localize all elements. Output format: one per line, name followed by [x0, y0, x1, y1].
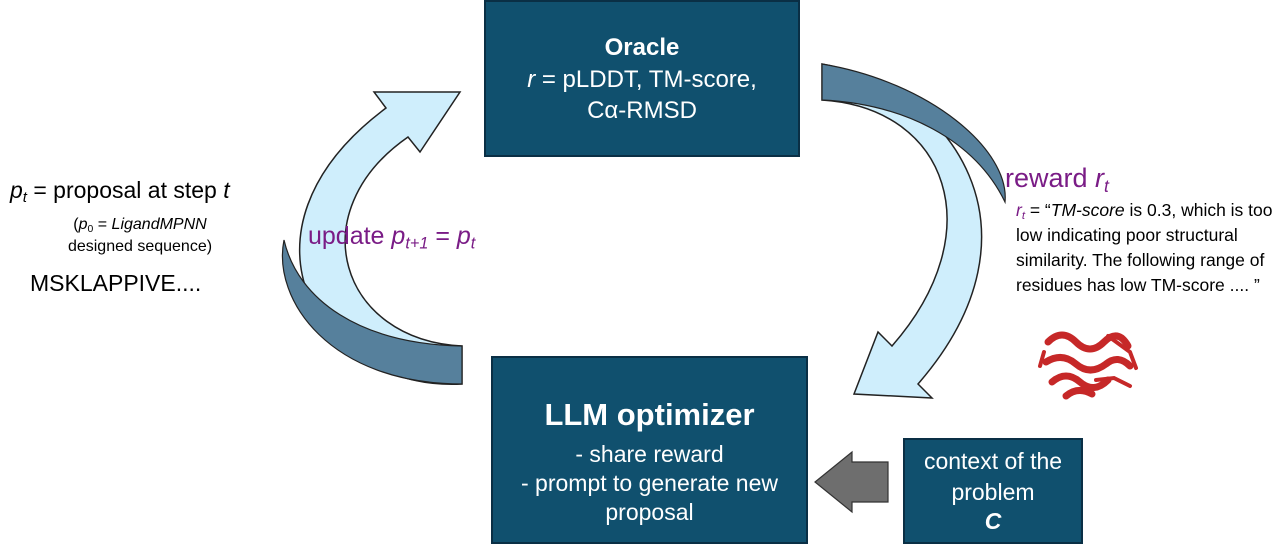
update-label: update pt+1 = pt: [308, 222, 476, 253]
reward-description: rt = “TM-score is 0.3, which is too low …: [1016, 198, 1278, 298]
context-arrow: [814, 450, 889, 514]
proposal-sub: t: [22, 189, 27, 207]
oracle-title: Oracle: [604, 34, 680, 61]
context-box: context of the problem C: [903, 438, 1083, 544]
update-loop-arrow: [281, 91, 463, 385]
reward-desc-text: is 0.3, which is too low indicating poor…: [1016, 200, 1273, 295]
oracle-reward-definition: r = pLDDT, TM-score,: [486, 64, 798, 95]
update-eq: =: [428, 222, 457, 250]
llm-item-share-reward: - share reward: [575, 441, 724, 467]
llm-optimizer-title: LLM optimizer: [544, 397, 755, 432]
proposal-var: p: [10, 177, 23, 203]
oracle-reward-def: = pLDDT, TM-score,: [535, 66, 757, 93]
context-symbol: C: [984, 508, 1002, 534]
note-sub: 0: [87, 223, 94, 235]
sequence-text: MSKLAPPIVE....: [30, 270, 202, 296]
oracle-reward-var: r: [527, 66, 536, 93]
note-model: LigandMPNN: [111, 216, 207, 233]
note-rest: designed sequence): [67, 238, 213, 255]
llm-optimizer-box: LLM optimizer - share reward - prompt to…: [491, 356, 808, 544]
proposal-def-text: = proposal at step: [26, 177, 224, 203]
reward-word: reward: [1005, 163, 1096, 193]
proposal-definition: pt = proposal at step t: [10, 177, 230, 207]
reward-desc-eq: = “: [1024, 200, 1051, 220]
note-eq: =: [93, 216, 112, 233]
context-line-2: problem: [951, 479, 1035, 505]
update-var2: p: [456, 222, 471, 250]
llm-item-prompt: - prompt to generate new: [521, 470, 778, 496]
update-sub: t: [470, 234, 476, 253]
llm-item-proposal: proposal: [605, 499, 694, 525]
reward-desc-sub: t: [1021, 210, 1025, 223]
oracle-box: Oracle r = pLDDT, TM-score, Cα-RMSD: [484, 0, 800, 157]
update-sub-next: t+1: [405, 234, 429, 253]
reward-var: r: [1095, 163, 1105, 193]
update-word: update: [308, 222, 392, 250]
note-var: p: [78, 216, 88, 233]
reward-desc-metric: TM-score: [1050, 200, 1125, 220]
protein-structure-icon: [1038, 331, 1138, 400]
reward-loop-arrow: [821, 63, 1006, 399]
reward-sub: t: [1104, 175, 1109, 196]
context-line-1: context of the: [923, 448, 1063, 474]
proposal-step: t: [223, 177, 230, 203]
reward-label: reward rt: [1005, 163, 1109, 196]
update-var: p: [391, 222, 406, 250]
reward-desc-var: r: [1016, 200, 1022, 220]
oracle-reward-def-2: Cα-RMSD: [587, 97, 697, 124]
